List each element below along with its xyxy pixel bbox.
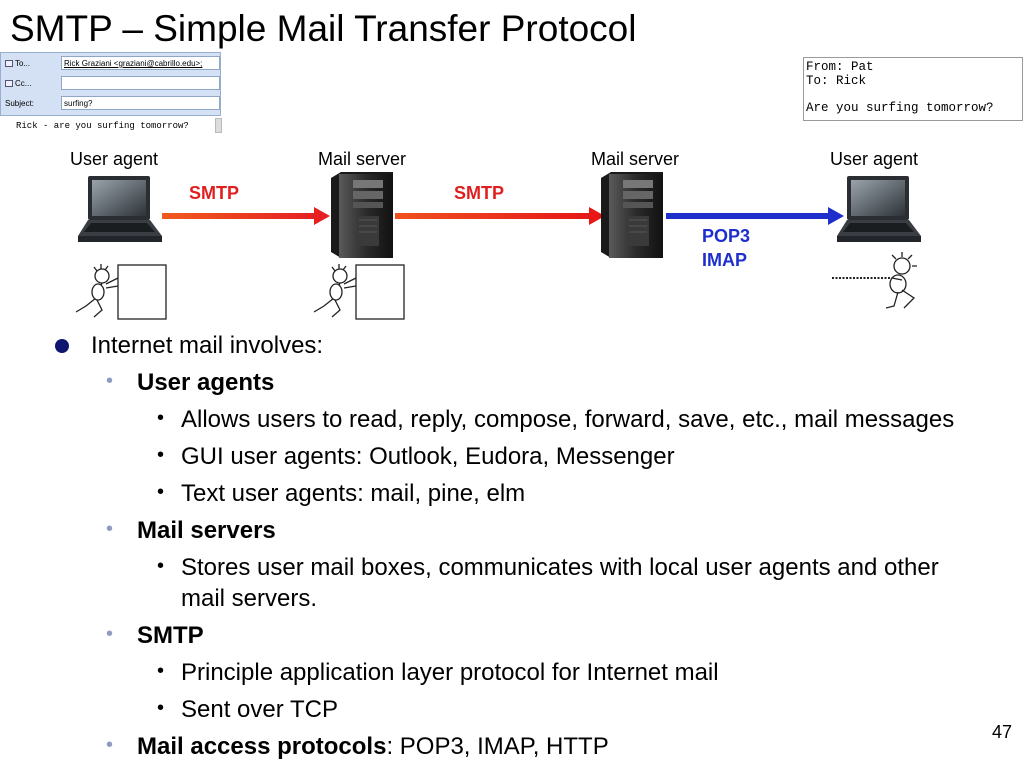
to-button[interactable]: To... [5,59,30,68]
user-agents-item-3: Text user agents: mail, pine, elm [181,480,526,507]
message-text-box: From: Pat To: Rick Are you surfing tomor… [803,57,1023,121]
cc-button[interactable]: Cc... [5,79,31,88]
address-book-icon [5,60,13,67]
bullet-level3-icon: • [157,697,165,719]
bullet-level3-icon: • [157,481,165,503]
heading-mail-servers: Mail servers [137,517,276,544]
bullet-level3-icon: • [157,555,165,577]
smtp-item-2: Sent over TCP [181,696,338,723]
heading-mail-access-protocols: Mail access protocols [137,733,387,760]
smtp-label-2: SMTP [454,183,505,203]
to-field[interactable]: Rick Graziani <graziani@cabrillo.edu>; [61,56,220,70]
subject-label: Subject: [5,99,34,108]
cc-field[interactable] [61,76,220,90]
bullet-level2-icon: • [106,734,114,756]
from-line: From: Pat [806,60,874,74]
access-protocols-line: Mail access protocols: POP3, IMAP, HTTP [137,733,609,761]
pop3-label: POP3 [702,226,751,246]
bullet-intro: Internet mail involves: [91,332,324,359]
bullet-level3-icon: • [157,407,165,429]
bullet-level2-icon: • [106,623,114,645]
node-label-mail-server-2: Mail server [591,149,680,169]
mail-servers-item-1-cont: mail servers. [181,585,318,612]
user-agents-item-1: Allows users to read, reply, compose, fo… [181,406,955,433]
mail-flow-diagram [75,172,921,320]
message-line: Are you surfing tomorrow? [806,101,994,115]
subject-field[interactable]: surfing? [61,96,220,110]
mail-client-window: To... Rick Graziani <graziani@cabrillo.e… [0,52,224,134]
mail-servers-item-1: Stores user mail boxes, communicates wit… [181,554,939,581]
to-line: To: Rick [806,74,867,88]
smtp-arrow-2 [395,207,605,225]
pushing-figure-icon [75,264,167,320]
user-agents-item-2: GUI user agents: Outlook, Eudora, Messen… [181,443,675,470]
smtp-item-1: Principle application layer protocol for… [181,659,719,686]
smtp-label-1: SMTP [189,183,240,203]
scrollbar[interactable] [215,118,222,133]
address-book-icon [5,80,13,87]
server-tower-icon [331,172,393,258]
message-body-field[interactable]: Rick - are you surfing tomorrow? [16,121,189,131]
node-label-user-agent-receiver: User agent [830,149,919,169]
page-title: SMTP – Simple Mail Transfer Protocol [10,8,637,49]
bullet-level2-icon: • [106,370,114,392]
node-label-user-agent-sender: User agent [70,149,159,169]
pulling-rope-figure-icon [832,252,917,309]
heading-smtp: SMTP [137,622,204,649]
bullet-level3-icon: • [157,660,165,682]
bullet-level2-icon: • [106,518,114,540]
to-label: To... [15,59,31,68]
subject-row: Subject: surfing? [3,95,220,112]
bullet-level1-icon [55,339,69,353]
pushing-figure-icon [313,264,405,320]
cc-row: Cc... [3,75,220,92]
node-label-mail-server-1: Mail server [318,149,407,169]
bullet-level3-icon: • [157,444,165,466]
page-number: 47 [991,722,1012,742]
mail-access-protocols-list: : POP3, IMAP, HTTP [386,733,609,760]
server-tower-icon [601,172,663,258]
imap-label: IMAP [702,250,747,270]
cc-label: Cc... [15,79,32,88]
pop3-imap-arrow [666,207,844,225]
laptop-icon [78,176,162,242]
mail-header-form: To... Rick Graziani <graziani@cabrillo.e… [0,52,221,116]
heading-user-agents: User agents [137,369,275,396]
laptop-icon [837,176,921,242]
to-row: To... Rick Graziani <graziani@cabrillo.e… [3,55,220,72]
smtp-arrow-1 [162,207,330,225]
